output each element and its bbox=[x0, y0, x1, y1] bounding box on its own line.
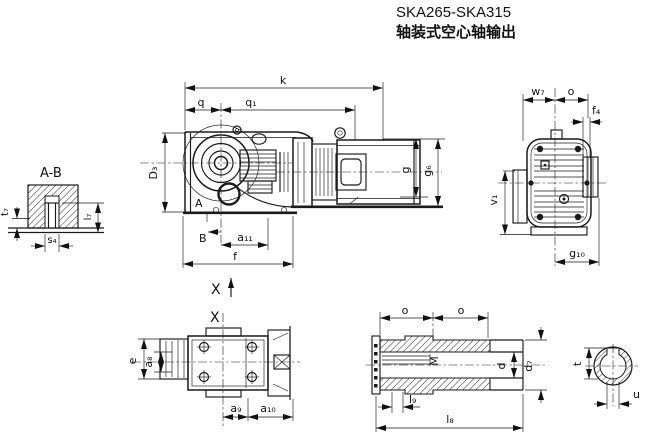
dim-label-l9: l₉ bbox=[409, 393, 416, 406]
main-side-view: k q q₁ D₃ A B a₁₁ bbox=[140, 74, 445, 298]
dim-a11: a₁₁ bbox=[221, 218, 269, 250]
dim-label-a9: a₉ bbox=[230, 402, 241, 415]
title-block: SKA265-SKA315 轴装式空心轴输出 bbox=[396, 4, 516, 41]
dim-label-l7: l₇ bbox=[83, 214, 94, 221]
terminal-box bbox=[335, 153, 367, 191]
shaft-end-cap bbox=[371, 335, 381, 395]
hollow-shaft-detail: o o M d bbox=[366, 304, 548, 432]
dim-label-M: M bbox=[428, 356, 441, 366]
gear-teeth-block bbox=[239, 149, 289, 194]
oil-plug bbox=[217, 182, 241, 206]
dim-label-k: k bbox=[280, 74, 287, 87]
dim-label-a11: a₁₁ bbox=[237, 231, 253, 244]
eyebolt bbox=[334, 127, 346, 139]
dim-e: e bbox=[126, 338, 162, 380]
dim-o2: o bbox=[433, 304, 489, 338]
dim-q1: q₁ bbox=[221, 96, 356, 140]
dim-label-s4: s₄ bbox=[47, 235, 56, 246]
rear-end-view: w₇ o f₄ v₁ g₁₀ bbox=[487, 85, 608, 266]
dim-label-d: d bbox=[495, 363, 508, 370]
section-mark-b: B bbox=[199, 232, 207, 245]
dim-q: q bbox=[185, 96, 221, 113]
dim-label-l8: l₈ bbox=[446, 413, 454, 426]
section-marks: A B bbox=[195, 197, 221, 245]
dim-label-v1: v₁ bbox=[487, 195, 500, 206]
dim-label-f4: f₄ bbox=[592, 104, 601, 117]
shaft-bore-section: t u bbox=[571, 344, 640, 409]
dim-a10: a₁₀ bbox=[248, 399, 294, 421]
dim-v1: v₁ bbox=[487, 170, 532, 235]
dim-label-g6: g₆ bbox=[421, 165, 434, 177]
bottom-x-view: X bbox=[126, 310, 300, 428]
dim-g10: g₁₀ bbox=[555, 198, 600, 266]
dim-label-q: q bbox=[198, 96, 205, 109]
dim-label-w7: w₇ bbox=[531, 85, 544, 98]
end-housing bbox=[512, 129, 599, 236]
drawing-title-subtitle: 轴装式空心轴输出 bbox=[396, 23, 516, 41]
dim-a9: a₉ bbox=[223, 398, 249, 421]
hollow-shaft-body: M bbox=[371, 335, 524, 395]
dim-w7: w₇ bbox=[522, 85, 555, 141]
drawing-title-model: SKA265-SKA315 bbox=[396, 4, 511, 21]
keyway-slot bbox=[44, 195, 60, 229]
section-ab-title: A-B bbox=[40, 166, 62, 181]
dim-g6: g₆ bbox=[421, 139, 441, 206]
dim-o-end: o bbox=[555, 85, 589, 118]
dim-label-o-end: o bbox=[568, 85, 575, 98]
dim-label-f: f bbox=[233, 250, 238, 263]
foot-flange-edge bbox=[512, 169, 528, 224]
dim-label-d7: d₇ bbox=[522, 360, 535, 371]
dim-f: f bbox=[182, 216, 294, 268]
base-plate bbox=[530, 226, 588, 236]
dim-label-a10: a₁₀ bbox=[260, 402, 276, 415]
mounting-holes bbox=[197, 340, 259, 384]
dim-label-u: u bbox=[633, 388, 640, 401]
view-direction-x: X bbox=[211, 278, 234, 298]
dim-label-t7: t₇ bbox=[0, 208, 11, 216]
dim-a8: a₈ bbox=[142, 351, 172, 373]
dim-l7: l₇ bbox=[62, 202, 104, 233]
dim-k: k bbox=[184, 74, 384, 141]
dim-label-o1: o bbox=[402, 304, 409, 317]
dim-g: g bbox=[383, 138, 445, 198]
dim-t: t bbox=[571, 347, 606, 380]
dim-label-q1: q₁ bbox=[245, 96, 256, 109]
dim-f4: f₄ bbox=[571, 104, 602, 158]
dim-d: d bbox=[495, 352, 517, 378]
dim-d7: d₇ bbox=[522, 327, 547, 403]
dim-label-a8: a₈ bbox=[142, 356, 155, 368]
bottom-view-body bbox=[159, 326, 291, 400]
dim-o1: o bbox=[379, 304, 433, 335]
dim-label-g10: g₁₀ bbox=[569, 247, 585, 260]
dim-label-t: t bbox=[571, 361, 584, 366]
dim-l9: l₉ bbox=[378, 392, 420, 413]
view-direction-x-label: X bbox=[211, 282, 221, 298]
dim-l8: l₈ bbox=[375, 394, 524, 432]
section-mark-a: A bbox=[195, 197, 203, 210]
bottom-view-title: X bbox=[210, 310, 220, 326]
hollow-shaft-end bbox=[582, 156, 599, 198]
dim-label-D3: D₃ bbox=[147, 167, 160, 180]
dim-s4: s₄ bbox=[31, 234, 73, 252]
motor bbox=[292, 127, 421, 208]
section-ab-view: A-B s₄ t₇ l₇ bbox=[0, 166, 104, 252]
dim-label-g: g bbox=[399, 167, 412, 174]
dim-label-o2: o bbox=[458, 304, 465, 317]
dim-D3: D₃ bbox=[147, 132, 186, 213]
dim-u: u bbox=[594, 382, 640, 409]
dim-t7: t₇ bbox=[0, 207, 30, 241]
dim-label-e: e bbox=[126, 357, 139, 364]
